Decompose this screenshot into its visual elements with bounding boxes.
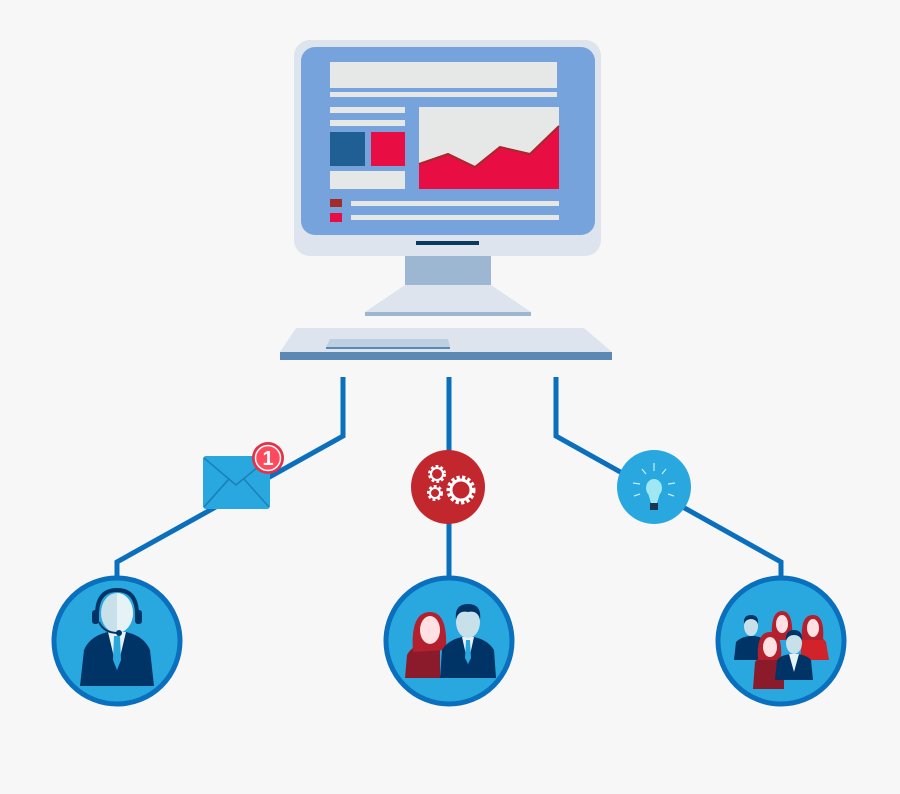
group-node[interactable] xyxy=(715,575,847,707)
team-pair-icon xyxy=(405,604,496,678)
keyboard-icon xyxy=(280,328,612,360)
support-agent-icon xyxy=(80,587,154,686)
notification-count: 1 xyxy=(262,448,273,470)
team-pair-node[interactable] xyxy=(383,575,515,707)
support-agent-node[interactable] xyxy=(51,575,183,707)
group-icon xyxy=(734,611,829,689)
computer-monitor-icon xyxy=(294,40,601,316)
notification-badge: 1 xyxy=(252,442,284,474)
email-icon[interactable] xyxy=(203,456,270,509)
lightbulb-icon[interactable] xyxy=(617,450,691,524)
gears-icon[interactable] xyxy=(411,450,485,524)
